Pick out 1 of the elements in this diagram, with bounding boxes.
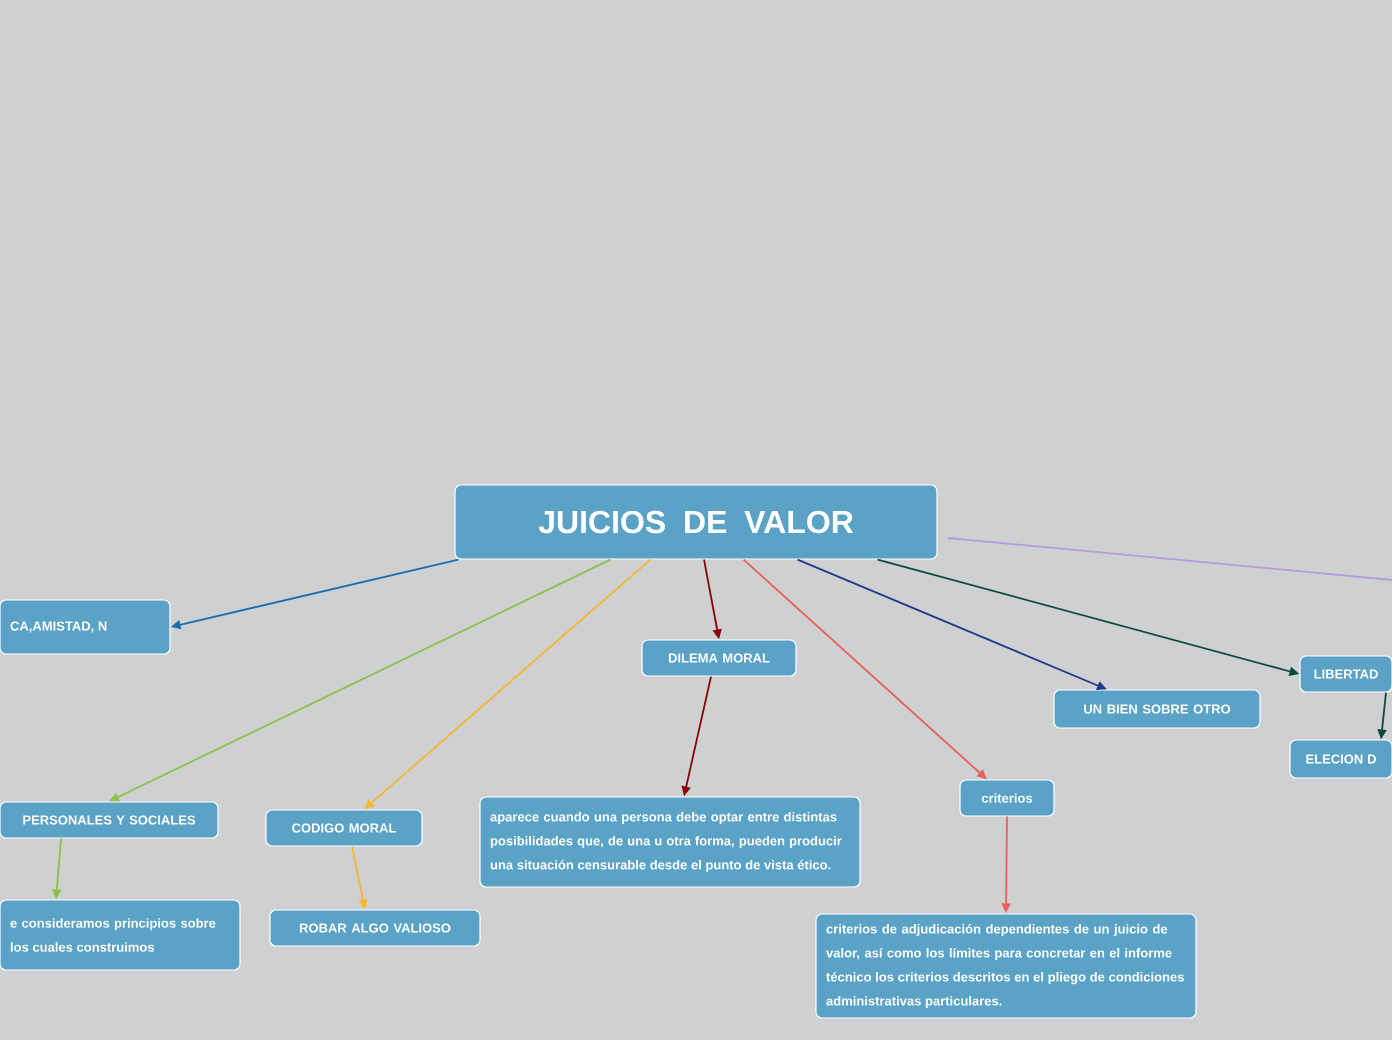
title-box: JUICIOS DE VALOR bbox=[454, 484, 938, 560]
